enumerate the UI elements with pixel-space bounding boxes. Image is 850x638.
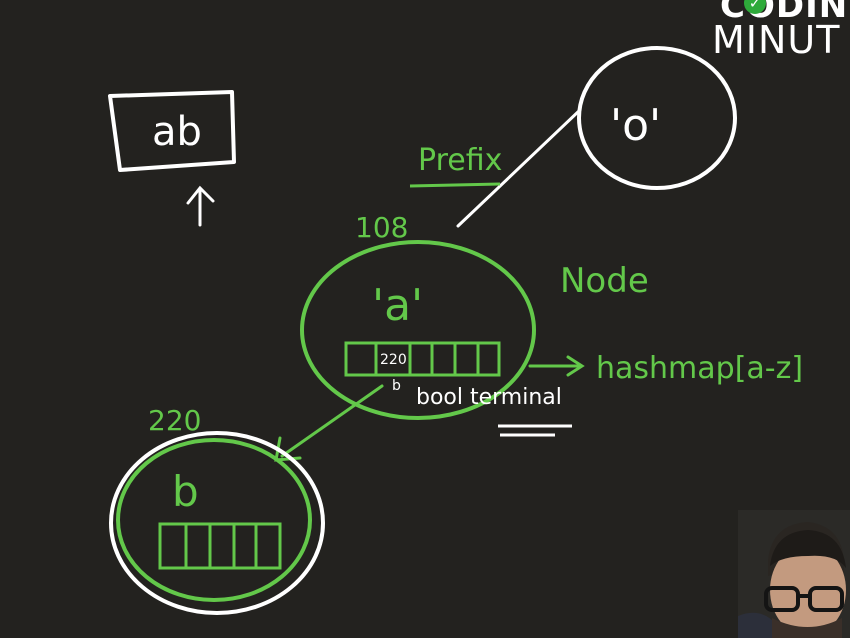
channel-logo: CODIN ✓ MINUT [710,0,850,56]
child-array [158,522,282,570]
prefix-label: Prefix [418,143,502,178]
node-label: Node [560,261,649,301]
node-char: 'a' [372,280,423,331]
check-circle-icon: ✓ [744,0,766,14]
terminal-label: bool terminal [416,385,562,410]
word-box: ab [108,90,236,172]
prefix-label-group: Prefix [409,143,502,188]
prefix-circle-text: 'o' [610,100,661,151]
node-circle: 'a' [300,240,536,420]
cell-letter: b [392,378,401,394]
array-cell-value: 220 [380,352,407,368]
connector-line [456,108,582,228]
child-pointer-arrow [274,384,384,462]
prefix-circle: 'o' [577,46,737,190]
node-address: 108 [355,211,408,244]
logo-line2: MINUT [712,18,841,56]
right-arrow-icon [528,355,585,377]
child-node-circle: b [109,431,325,615]
up-arrow-icon [186,185,215,227]
presenter-webcam [738,510,850,638]
hashmap-label: hashmap[a-z] [596,351,803,386]
child-char: b [172,467,199,516]
child-address: 220 [148,404,201,437]
node-array: 220 [344,341,501,377]
word-box-text: ab [152,109,202,155]
logo-line1: CODIN [720,0,849,26]
